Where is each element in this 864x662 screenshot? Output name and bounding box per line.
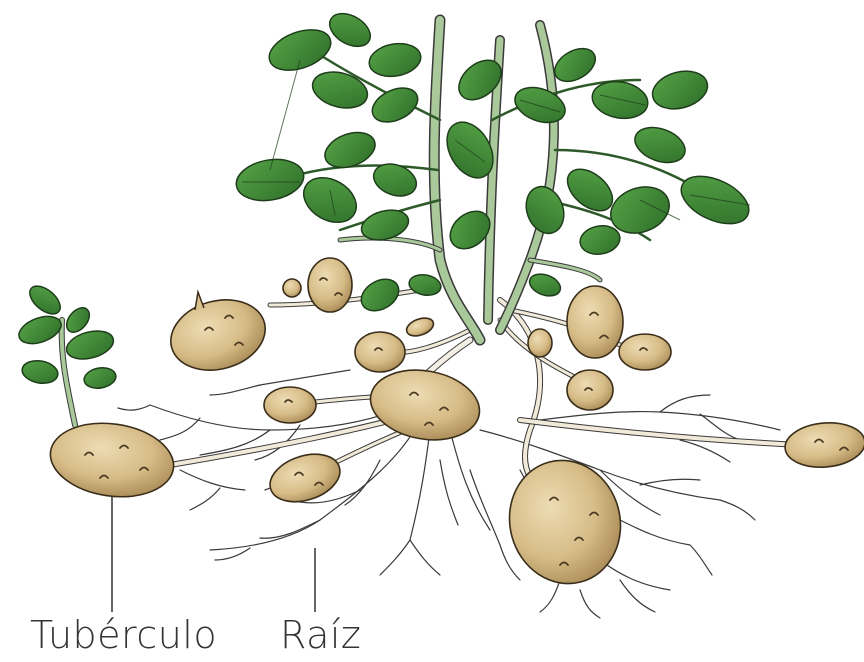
tuber <box>567 370 613 410</box>
tuber <box>365 362 485 448</box>
leaf <box>648 65 711 114</box>
leaf <box>309 66 372 113</box>
leaf <box>367 81 423 128</box>
tuber <box>283 279 301 297</box>
tuberculo-label: Tubérculo <box>30 616 217 654</box>
leader-lines <box>112 497 315 612</box>
leaf <box>549 42 601 88</box>
leaf <box>83 365 118 390</box>
tuber <box>163 290 273 381</box>
leaf <box>324 7 376 53</box>
tuber <box>308 258 352 312</box>
tuber <box>404 315 436 340</box>
leaf <box>296 169 364 232</box>
leaf <box>20 358 59 386</box>
tuber <box>783 420 864 471</box>
tuber <box>567 286 623 358</box>
leaf <box>25 281 65 319</box>
tuber <box>496 448 634 596</box>
leaf <box>233 154 307 205</box>
tuber <box>264 387 316 423</box>
tuber-sprout <box>195 292 204 310</box>
leaf <box>408 272 443 297</box>
leaf <box>367 40 424 81</box>
tuber <box>619 334 671 370</box>
leaf <box>356 273 405 317</box>
leaf <box>264 22 336 78</box>
raiz-label: Raíz <box>280 616 361 654</box>
leaf <box>15 311 65 349</box>
leaf <box>674 167 756 234</box>
leaf <box>510 81 570 129</box>
tuber <box>355 332 405 372</box>
tuber <box>46 416 179 505</box>
tuber <box>528 329 552 357</box>
leaf <box>578 223 622 258</box>
leaf <box>527 270 564 300</box>
leaf <box>520 181 570 238</box>
